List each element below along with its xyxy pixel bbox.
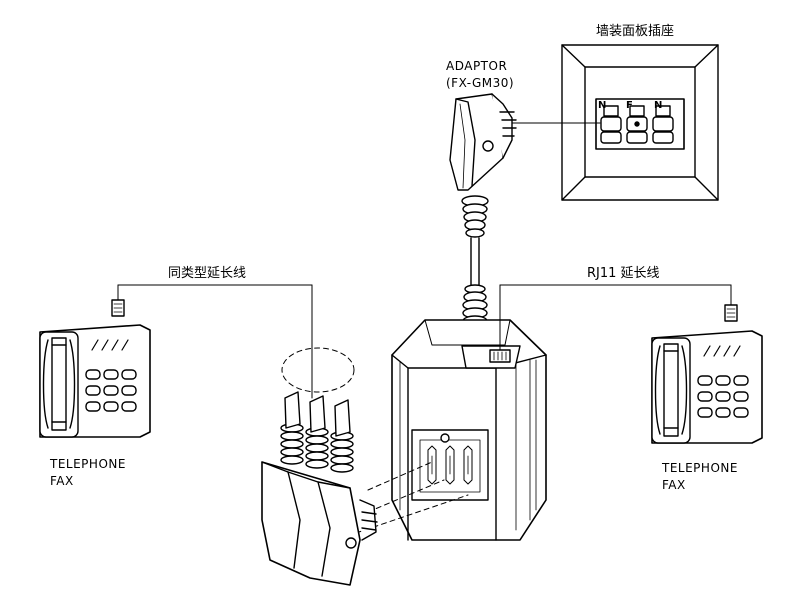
adaptor-label-name: ADAPTOR bbox=[446, 59, 508, 73]
splitter-tae-socket bbox=[411, 429, 489, 501]
triple-plug-strain-relief-3 bbox=[330, 431, 354, 473]
adaptor-label-model: (FX-GM30) bbox=[446, 76, 515, 90]
cable-group-ellipse bbox=[281, 347, 355, 393]
socket-letter-n-left: N bbox=[598, 100, 606, 111]
socket-letter-f: F bbox=[626, 100, 633, 111]
rj11-cable-label: RJ11 延长线 bbox=[587, 266, 660, 281]
rj11-cable-leader bbox=[499, 284, 732, 351]
socket-n-left-contact bbox=[600, 105, 622, 144]
adaptor-plug bbox=[449, 93, 517, 191]
left-rj11-plug bbox=[111, 299, 125, 317]
left-device-label: TELEPHONE FAX bbox=[50, 456, 126, 490]
right-device-label-fax: FAX bbox=[662, 478, 686, 492]
triple-plug-strain-relief-2 bbox=[305, 427, 329, 469]
right-telephone-display bbox=[703, 345, 741, 357]
socket-f-contact bbox=[626, 105, 648, 144]
triple-plug bbox=[261, 461, 378, 586]
triple-plug-strain-relief-1 bbox=[280, 423, 304, 465]
triple-plug-cables bbox=[284, 391, 351, 437]
right-telephone-keypad bbox=[697, 375, 749, 418]
left-device-label-telephone: TELEPHONE bbox=[50, 457, 126, 471]
socket-n-right-contact bbox=[652, 105, 674, 144]
right-device-label-telephone: TELEPHONE bbox=[662, 461, 738, 475]
left-device-label-fax: FAX bbox=[50, 474, 74, 488]
right-telephone bbox=[651, 330, 763, 444]
left-telephone-display bbox=[91, 339, 129, 351]
same-type-cable-label: 同类型延长线 bbox=[168, 266, 247, 281]
socket-letter-n-right: N bbox=[654, 100, 662, 111]
right-device-label: TELEPHONE FAX bbox=[662, 460, 738, 494]
adaptor-label: ADAPTOR (FX-GM30) bbox=[446, 58, 514, 92]
left-telephone bbox=[39, 324, 151, 438]
adaptor-strain-relief bbox=[461, 195, 489, 238]
splitter-rj11-port bbox=[461, 345, 521, 369]
wall-socket-label: 墙装面板插座 bbox=[596, 24, 675, 39]
left-telephone-keypad bbox=[85, 369, 137, 412]
same-type-cable-leader bbox=[117, 284, 313, 399]
adaptor-cable bbox=[470, 237, 480, 286]
right-rj11-plug bbox=[724, 304, 738, 322]
